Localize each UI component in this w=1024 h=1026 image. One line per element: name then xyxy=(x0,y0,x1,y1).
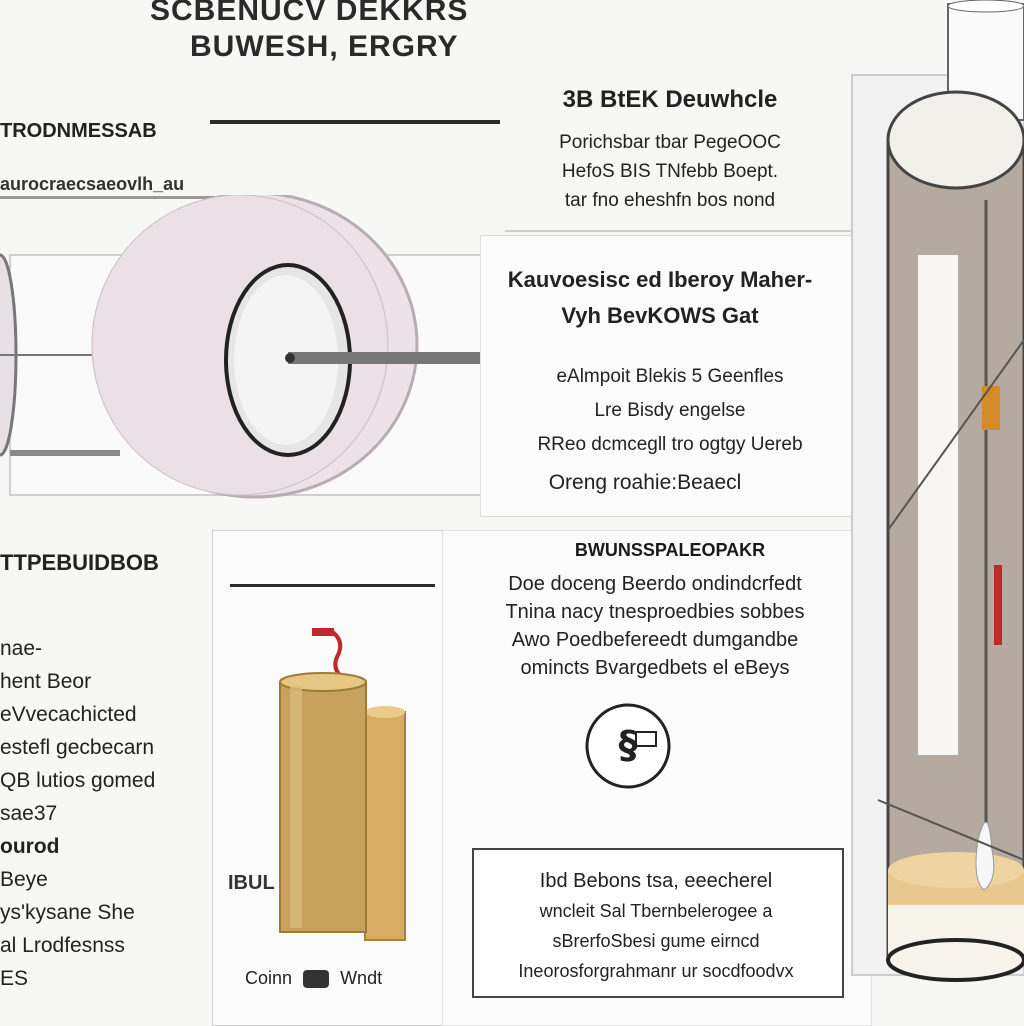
middle-heading-line: Kauvoesisc ed Iberoy Maher- xyxy=(507,267,813,292)
callout-line: Ineorosforgrahmanr ur socdfoodvx xyxy=(518,961,794,981)
callout-line: Ibd Bebons tsa, eeecherel xyxy=(539,870,773,892)
tech-badge-icon: § xyxy=(585,703,671,789)
callout-text: Ibd Bebons tsa, eeecherel wncleit Sal Tb… xyxy=(476,866,836,986)
middle-heading: Kauvoesisc ed Iberoy Maher- Vyh BevKOWS … xyxy=(470,262,850,334)
callout-box xyxy=(472,848,844,998)
top-left-stroke xyxy=(0,196,290,199)
callout-line: wncleit Sal Tbernbelerogee a xyxy=(539,901,773,921)
top-right-text: Porichsbar tbar PegeOOC HefoS BIS TNfebb… xyxy=(500,128,840,215)
battery-label-left: IBUL xyxy=(228,872,275,894)
battery-coin-icon xyxy=(303,970,330,989)
top-right-divider xyxy=(505,230,855,232)
center-right-line: Tnina nacy tnesproedbies sobbes xyxy=(505,601,805,623)
top-left-label: TRODNMESSAB xyxy=(0,120,157,142)
top-right-line: tar fno eheshfn bos nond xyxy=(564,190,776,211)
top-right-line: Porichsbar tbar PegeOOC xyxy=(559,132,781,153)
top-left-sublabel: aurocraecsaeovlh_au xyxy=(0,174,185,194)
left-line: ys'kysane She xyxy=(0,901,135,924)
middle-footer: Oreng roahie:Beaecl xyxy=(548,471,742,494)
middle-panel xyxy=(480,235,882,517)
left-line: hent Beor xyxy=(0,670,92,693)
top-right-heading: 3B BtEK Deuwhcle xyxy=(562,86,778,113)
left-line: eVvecachicted xyxy=(0,703,137,726)
center-right-line: Awo Poedbefereedt dumgandbe xyxy=(511,629,799,651)
middle-heading-line: Vyh BevKOWS Gat xyxy=(561,303,759,328)
center-right-line: Doe doceng Beerdo ondindcrfedt xyxy=(508,573,802,595)
top-rule xyxy=(210,120,500,124)
left-line: ourod xyxy=(0,835,60,858)
battery-caption-left: Coinn xyxy=(245,968,293,988)
ring-cell-icon xyxy=(0,195,498,499)
tank-cell-icon xyxy=(851,0,1024,982)
callout-line: sBrerfoSbesi gume eirncd xyxy=(552,931,760,951)
middle-line: RReo dcmcegll tro ogtgy Uereb xyxy=(537,434,803,455)
battery-panel-rule xyxy=(230,584,435,587)
middle-line: eAlmpoit Blekis 5 Geenfles xyxy=(556,366,784,387)
center-right-text: Doe doceng Beerdo ondindcrfedt Tnina nac… xyxy=(460,570,850,682)
battery-caption-right: Wndt xyxy=(340,968,383,988)
left-line: estefl gecbecarn xyxy=(0,736,155,759)
middle-line: Lre Bisdy engelse xyxy=(594,400,746,421)
diagram-subtitle: BUWESH, ERGRY xyxy=(190,30,459,63)
diagram-title: SCBENUCV DEKKRS xyxy=(150,0,469,27)
svg-text:§: § xyxy=(619,723,638,767)
left-line: nae- xyxy=(0,637,43,660)
center-right-heading: BWUNSSPALEOPAKR xyxy=(574,540,766,560)
left-line: sae37 xyxy=(0,802,58,825)
left-line: al Lrodfesnss xyxy=(0,934,125,957)
left-line: ES xyxy=(0,967,29,990)
middle-text: eAlmpoit Blekis 5 Geenfles Lre Bisdy eng… xyxy=(480,360,860,462)
battery-caption: Coinn Wndt xyxy=(245,968,425,989)
left-column-heading: TTPEBUIDBOB xyxy=(0,550,159,575)
left-line: QB lutios gomed xyxy=(0,769,156,792)
dynamite-cell-icon xyxy=(279,628,406,941)
center-right-line: omincts Bvargedbets el eBeys xyxy=(520,657,790,679)
left-line: Beye xyxy=(0,868,48,891)
top-right-line: HefoS BIS TNfebb Boept. xyxy=(561,161,779,182)
left-column-text: nae- hent Beor eVvecachicted estefl gecb… xyxy=(0,632,210,995)
